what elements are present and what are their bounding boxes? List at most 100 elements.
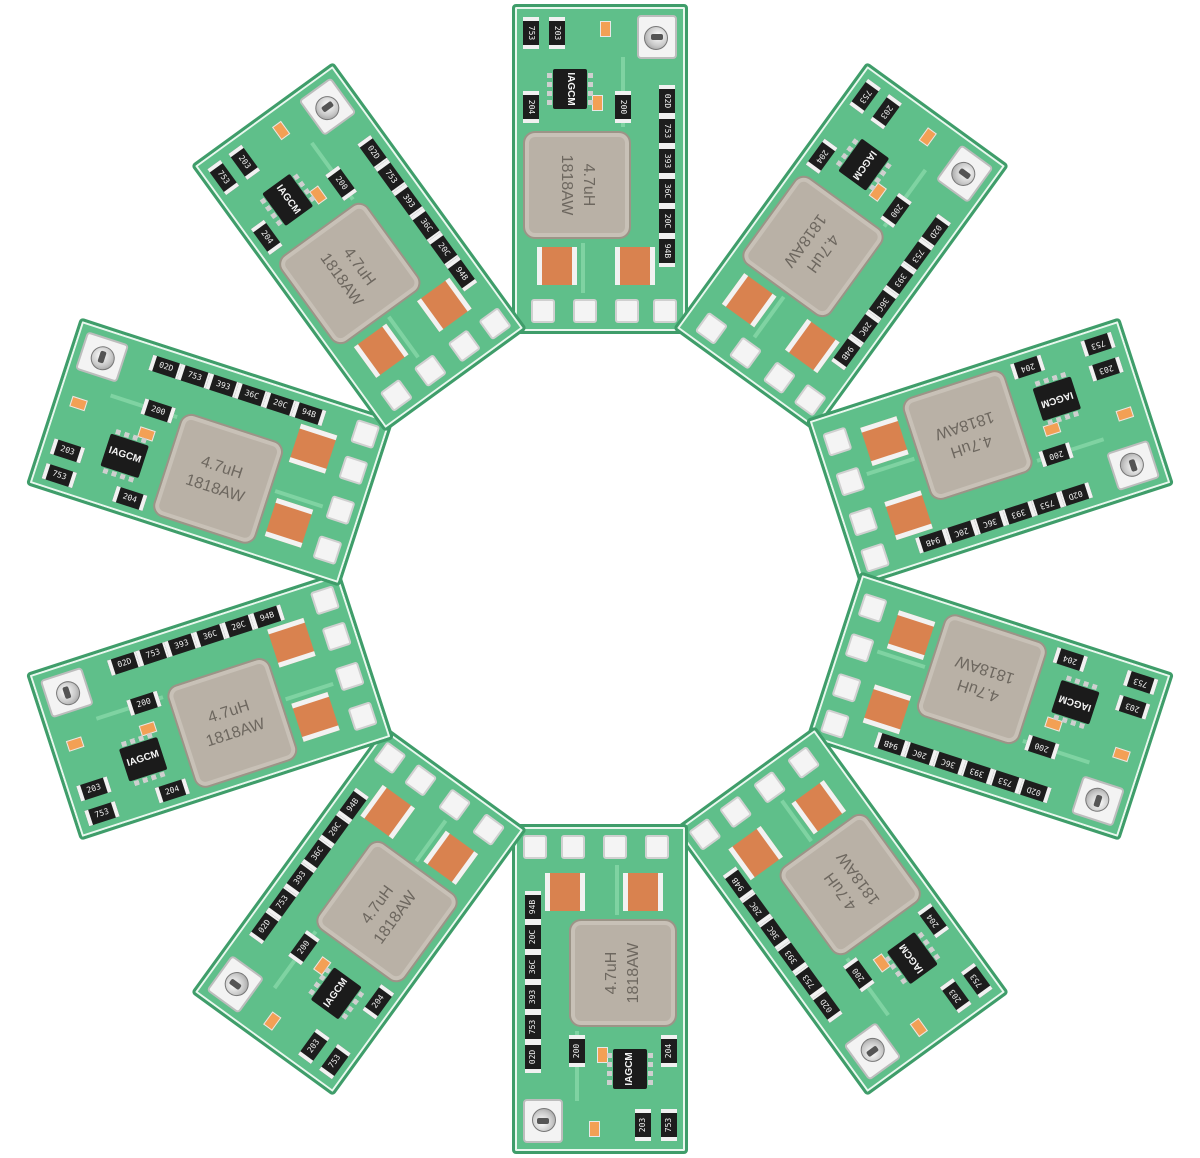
resistor: 753	[525, 1011, 541, 1043]
resistor: 203	[870, 94, 903, 130]
resistor: 94B	[525, 891, 541, 923]
led	[589, 1121, 600, 1137]
resistor: 02D	[525, 1041, 541, 1073]
capacitor	[884, 490, 933, 541]
solder-pad	[413, 354, 448, 388]
resistor: 753	[1080, 332, 1116, 358]
solder-pad	[531, 299, 555, 323]
inductor-code: 1818AW	[625, 942, 642, 1004]
resistor: 20C	[525, 921, 541, 953]
resistor: 203	[297, 1028, 330, 1064]
resistor: 200	[1024, 734, 1060, 760]
resistor: 20C	[659, 205, 675, 237]
resistor: 200	[126, 690, 162, 716]
potentiometer-slot	[537, 1118, 549, 1124]
capacitor	[360, 784, 416, 839]
solder-pad	[334, 660, 365, 692]
resistor: 204	[523, 91, 539, 123]
trim-potentiometer	[206, 954, 265, 1014]
inductor: 4.7uH 1818AW	[274, 198, 426, 350]
trim-potentiometer	[523, 1099, 563, 1143]
led	[918, 127, 937, 147]
capacitor	[623, 873, 663, 911]
inductor-value: 4.7uH	[603, 951, 620, 995]
resistor: 753	[84, 800, 120, 826]
converter-chip: IAGCM	[1051, 679, 1100, 725]
solder-pad	[447, 329, 482, 364]
capacitor	[264, 498, 314, 549]
capacitor	[862, 684, 912, 734]
led	[909, 1017, 928, 1037]
led	[263, 1011, 282, 1031]
resistor: 204	[154, 777, 191, 804]
resistor: 200	[288, 929, 320, 965]
solder-pad	[478, 307, 512, 341]
capacitor-small	[592, 95, 603, 111]
solder-pad	[844, 632, 875, 663]
resistor: 94B	[914, 528, 951, 554]
solder-pad	[338, 455, 369, 486]
solder-pad	[857, 592, 888, 623]
resistor: 393	[659, 145, 675, 177]
solder-pad	[379, 378, 414, 413]
solder-pad	[437, 787, 472, 822]
resistor: 36C	[659, 175, 675, 207]
resistor: 753	[319, 1043, 351, 1079]
resistor: 204	[661, 1035, 677, 1067]
inductor: 4.7uH 1818AW	[913, 610, 1050, 747]
led	[600, 21, 611, 37]
inductor: 4.7uH 1818AW	[150, 411, 287, 548]
solder-pad	[321, 621, 352, 652]
resistor: 200	[569, 1035, 585, 1067]
solder-pad	[615, 299, 639, 323]
trim-potentiometer	[298, 77, 357, 137]
resistor: 94B	[659, 235, 675, 267]
solder-pad	[694, 311, 729, 346]
solder-pad	[762, 361, 797, 395]
capacitor	[288, 424, 338, 474]
led	[272, 121, 291, 141]
solder-pad	[471, 812, 506, 847]
capacitor	[615, 247, 655, 285]
resistor: 204	[1009, 354, 1046, 381]
solder-pad	[752, 770, 787, 804]
converter-chip: IAGCM	[118, 736, 168, 782]
trim-potentiometer	[39, 666, 95, 719]
converter-chip: IAGCM	[613, 1049, 647, 1089]
trim-potentiometer	[1070, 774, 1125, 827]
resistor: 94B	[873, 731, 909, 757]
converter-chip: IAGCM	[886, 931, 938, 984]
solder-pad	[561, 835, 585, 859]
solder-pad	[835, 466, 866, 498]
solder-pad	[603, 835, 627, 859]
resistor: 753	[661, 1109, 677, 1141]
solder-pad	[831, 672, 862, 703]
led	[1112, 746, 1131, 762]
capacitor	[537, 247, 577, 285]
led	[65, 736, 85, 752]
converter-chip: IAGCM	[553, 69, 587, 109]
copper-trace	[615, 865, 619, 915]
capacitor	[267, 617, 316, 668]
solder-pad	[786, 745, 821, 780]
inductor-code: 1818AW	[558, 154, 575, 216]
solder-pad	[728, 336, 763, 371]
capacitor	[784, 319, 840, 374]
solder-pad	[819, 708, 850, 739]
converter-chip: IAGCM	[100, 433, 149, 479]
solder-pad	[373, 740, 407, 775]
trim-potentiometer	[637, 15, 677, 59]
solder-pad	[573, 299, 597, 323]
converter-chip: IAGCM	[262, 174, 314, 227]
buck-converter-board: 02D 753 393 36C 20C 94B 200 203 204 753 …	[512, 824, 688, 1154]
solder-pad	[653, 299, 677, 323]
resistor: 204	[112, 486, 148, 512]
trim-potentiometer	[75, 331, 130, 384]
resistor: 203	[76, 776, 112, 802]
resistor: 203	[939, 977, 972, 1014]
solder-pad	[793, 383, 827, 418]
resistor: 753	[41, 463, 78, 489]
resistor: 203	[1114, 694, 1151, 720]
solder-pad	[325, 495, 356, 526]
capacitor	[291, 691, 340, 742]
